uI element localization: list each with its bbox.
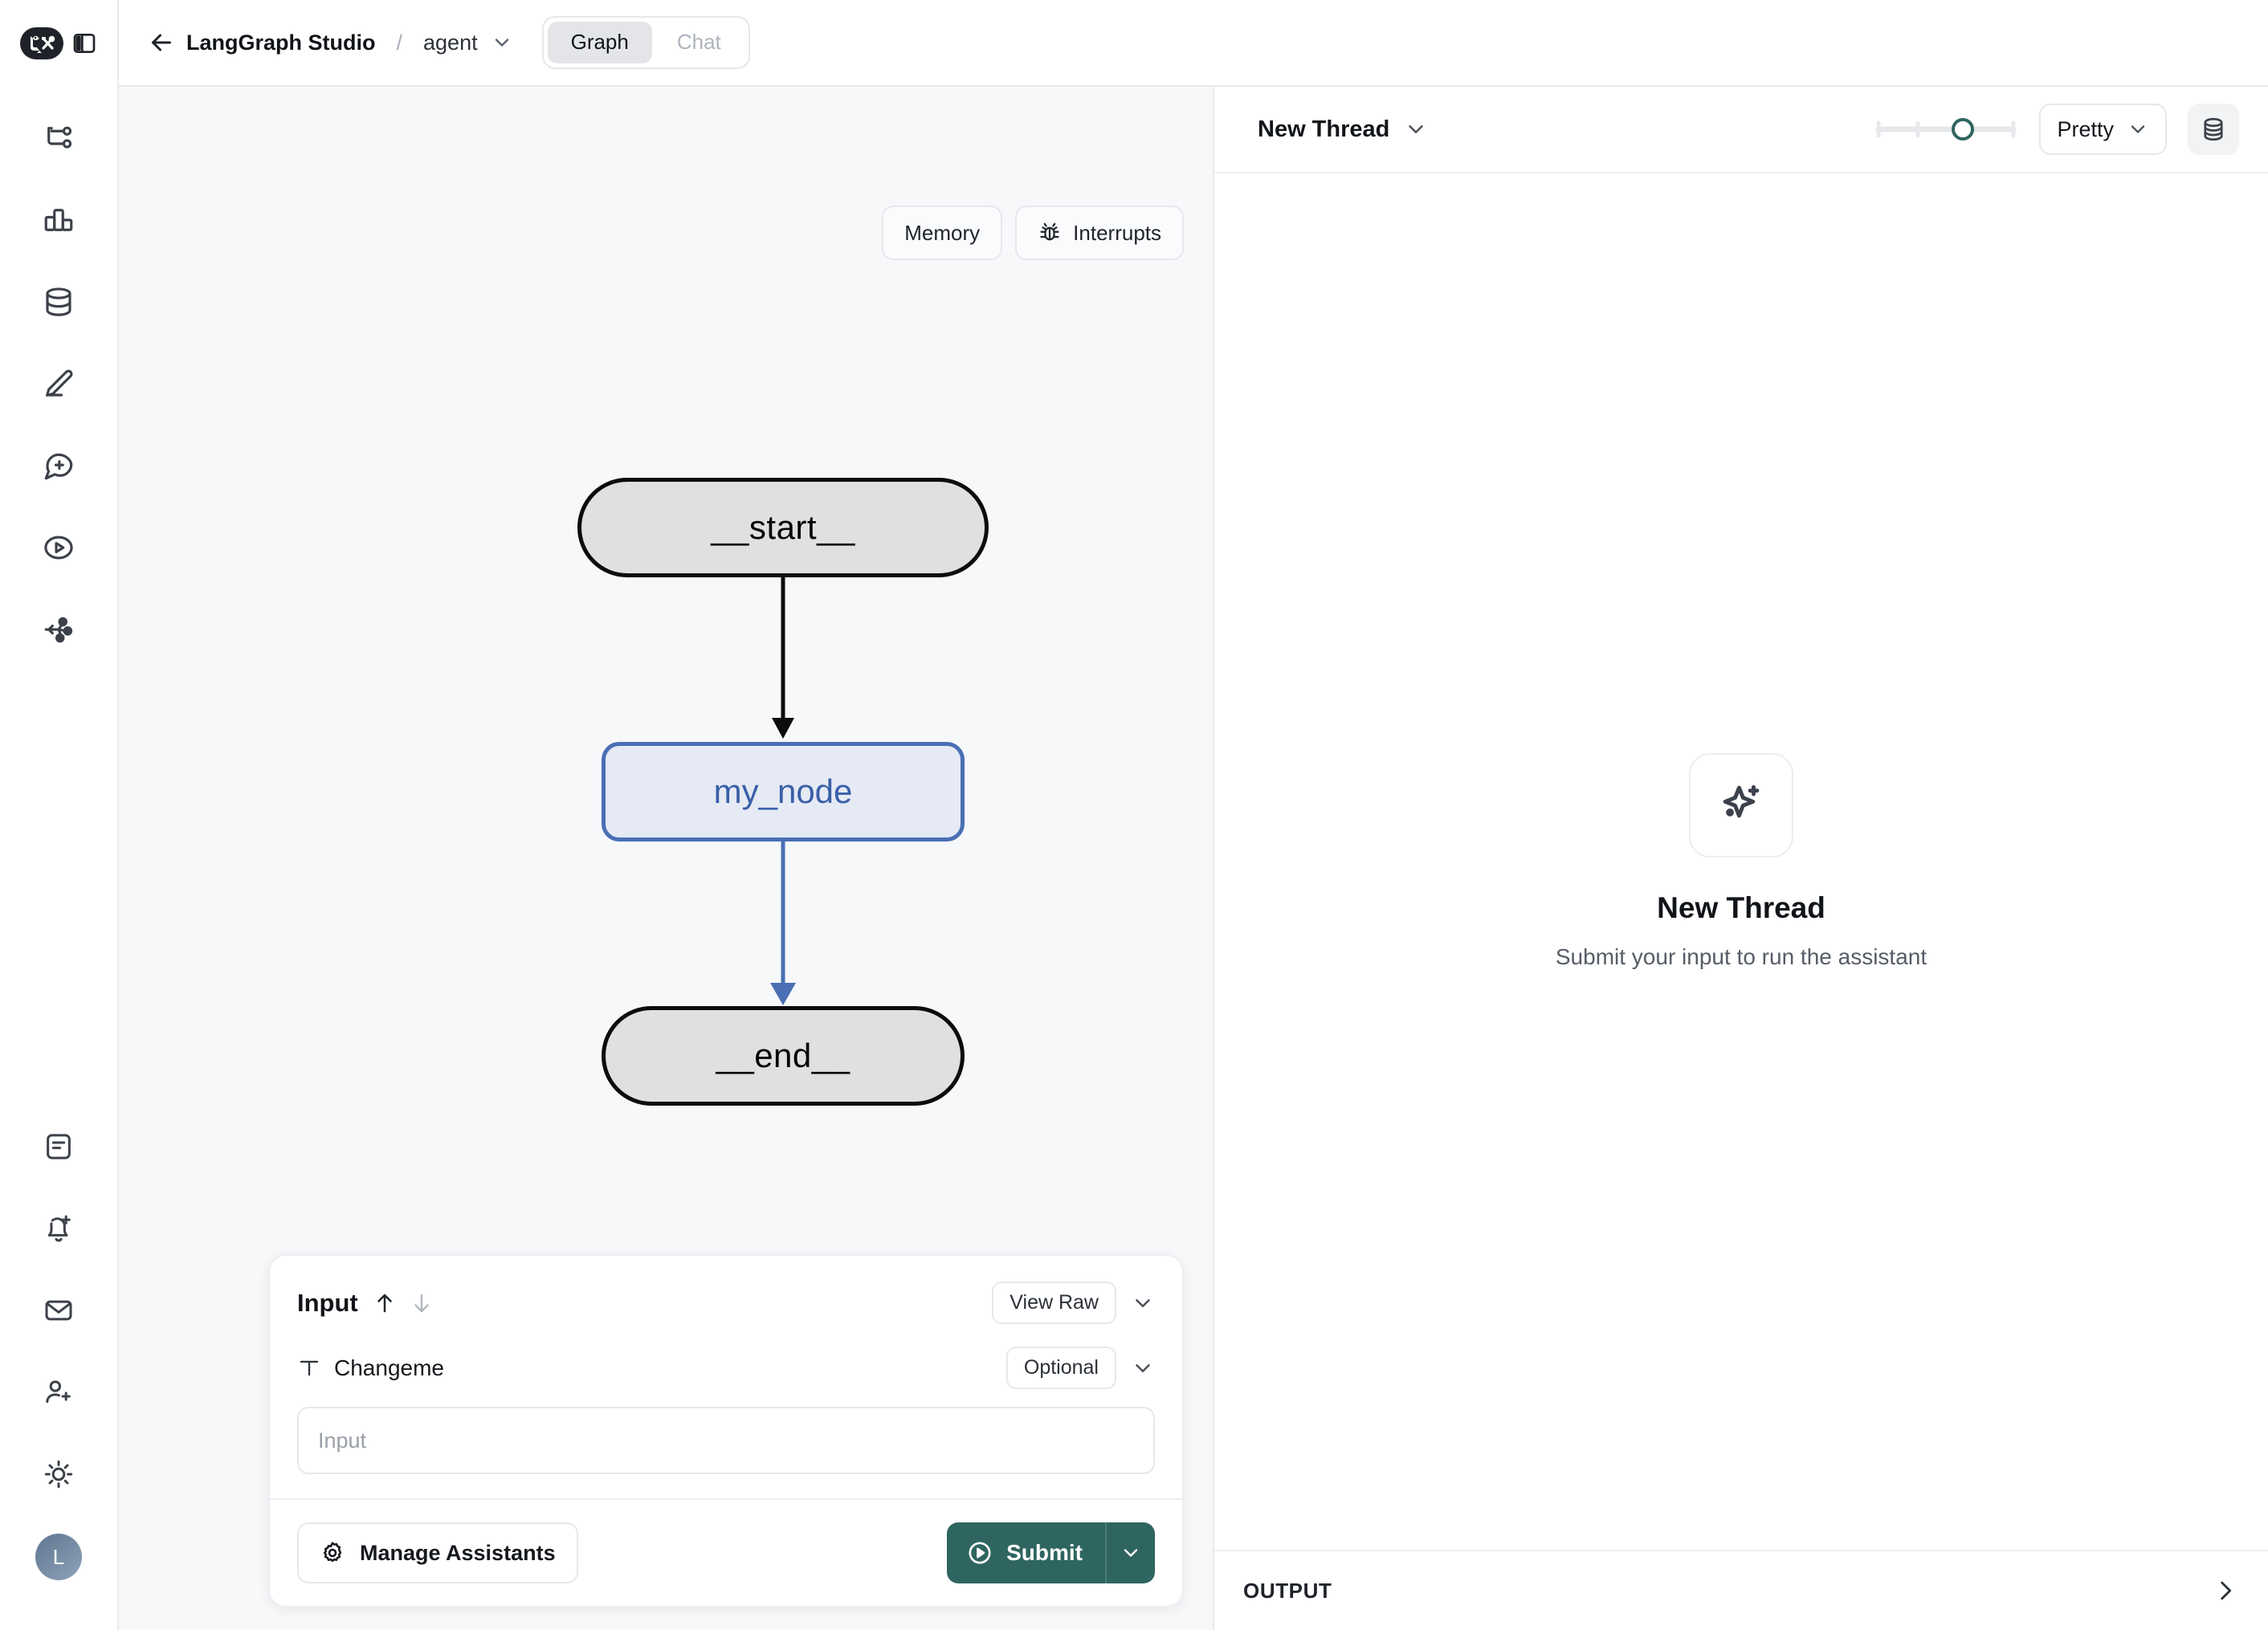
pencil-icon[interactable] [36,361,81,406]
chevron-down-icon [1120,1542,1142,1564]
state-database-button[interactable] [2188,104,2239,155]
gear-icon [320,1540,345,1566]
input-field-label: Changeme [334,1355,444,1380]
breadcrumb-separator: / [396,30,403,55]
submit-button-group: Submit [947,1522,1155,1583]
view-raw-button[interactable]: View Raw [992,1282,1116,1324]
input-field-wrap [270,1389,1182,1498]
thread-header: New Thread [1214,87,2268,173]
database-icon[interactable] [36,279,81,324]
chevron-right-icon[interactable] [2212,1577,2239,1604]
sun-icon[interactable] [36,1452,81,1497]
bar-chart-icon[interactable] [36,198,81,242]
memory-button[interactable]: Memory [882,206,1003,260]
user-plus-icon[interactable] [36,1370,81,1415]
thread-title[interactable]: New Thread [1258,116,1390,142]
main-column: LangGraph Studio / agent Graph Chat Memo… [119,0,2268,1630]
input-panel: Input View Raw [268,1254,1184,1608]
format-select[interactable]: Pretty [2039,104,2167,155]
graph-node-my-node[interactable]: my_node [602,742,965,841]
rail-bottom-group: L [35,1124,82,1580]
breadcrumb-assistant[interactable]: agent [423,30,478,55]
play-circle-icon[interactable] [36,525,81,570]
chevron-down-icon[interactable] [1131,1356,1155,1380]
arrow-left-icon[interactable] [143,24,180,61]
manage-assistants-button[interactable]: Manage Assistants [297,1522,578,1583]
bell-plus-icon[interactable] [36,1206,81,1251]
output-label: OUTPUT [1243,1578,1332,1603]
view-mode-tabs: Graph Chat [541,16,750,69]
tab-graph[interactable]: Graph [547,22,652,63]
empty-state-title: New Thread [1657,891,1825,924]
langchain-parrot-logo[interactable] [20,27,63,59]
input-field-row: Changeme Optional [270,1324,1182,1389]
icon-rail: L [0,0,119,1630]
submit-options-button[interactable] [1105,1522,1155,1583]
rail-top-group [36,116,81,652]
format-select-label: Pretty [2057,116,2114,141]
tab-chat[interactable]: Chat [676,30,721,55]
graph-node-end-label: __end__ [716,1037,850,1074]
optional-badge[interactable]: Optional [1006,1347,1116,1389]
graph-canvas[interactable]: __start__ my_node __end__ [119,87,1213,1630]
graph-toolbar: Memory Interrupts [882,206,1184,260]
history-slider[interactable] [1874,113,2018,145]
git-branch-icon[interactable] [36,116,81,161]
rail-logo-row [0,0,117,87]
output-bar[interactable]: OUTPUT [1214,1550,2268,1630]
chevron-down-icon [2127,118,2149,141]
manage-assistants-label: Manage Assistants [360,1540,556,1565]
graph-pane: Memory Interrupts [119,87,1214,1630]
graph-edges [770,577,796,1005]
input-field-actions: Optional [1006,1347,1155,1389]
input-panel-header-actions: View Raw [992,1282,1155,1324]
text-type-icon [297,1356,321,1380]
bug-icon [1038,221,1062,245]
message-plus-icon[interactable] [36,443,81,488]
empty-state-subtitle: Submit your input to run the assistant [1555,944,1927,969]
chevron-down-icon[interactable] [491,31,513,54]
interrupts-label: Interrupts [1073,220,1161,245]
graph-node-start-label: __start__ [711,508,855,546]
thread-header-actions: Pretty [1874,104,2239,155]
thread-pane: New Thread [1214,87,2268,1630]
changeme-input[interactable] [297,1407,1155,1474]
graph-node-end[interactable]: __end__ [602,1006,965,1106]
sparkles-icon [1689,753,1793,858]
network-graph-icon[interactable] [36,607,81,652]
submit-button[interactable]: Submit [947,1522,1105,1583]
panel-toggle-icon[interactable] [71,31,97,56]
database-icon [2200,116,2227,143]
document-icon[interactable] [36,1124,81,1169]
arrow-up-icon[interactable] [373,1291,397,1315]
avatar[interactable]: L [35,1534,82,1580]
chevron-down-icon[interactable] [1131,1291,1155,1315]
input-panel-header: Input View Raw [270,1256,1182,1324]
chevron-down-icon[interactable] [1404,117,1428,141]
graph-node-my-node-label: my_node [713,772,853,810]
input-panel-footer: Manage Assistants Submit [270,1498,1182,1606]
interrupts-button[interactable]: Interrupts [1015,206,1184,260]
body-split: Memory Interrupts [119,87,2268,1630]
memory-label: Memory [904,220,981,245]
topbar: LangGraph Studio / agent Graph Chat [119,0,2268,87]
thread-empty-state: New Thread Submit your input to run the … [1214,173,2268,1550]
graph-node-start[interactable]: __start__ [577,478,989,577]
submit-label: Submit [1006,1540,1083,1565]
breadcrumb-root[interactable]: LangGraph Studio [186,30,376,55]
play-circle-icon [966,1539,993,1567]
mail-icon[interactable] [36,1288,81,1333]
input-panel-title: Input [297,1288,358,1317]
arrow-down-icon[interactable] [410,1291,434,1315]
